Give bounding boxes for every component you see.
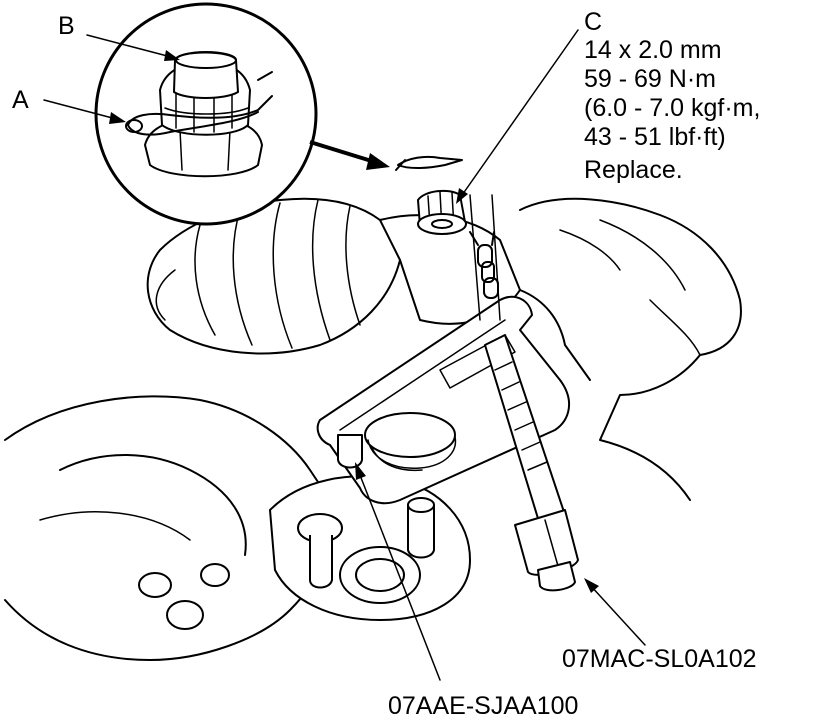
callout-c-label: C: [584, 8, 602, 36]
safety-chain: [469, 194, 501, 321]
technician-hand: [519, 197, 742, 501]
callout-a-label: A: [12, 86, 29, 114]
tool-puller-label: 07MAC-SL0A102: [562, 645, 757, 673]
spec-thread-size: 14 x 2.0 mm: [584, 36, 722, 64]
castle-nut: [417, 189, 467, 235]
inset-detail: [94, 2, 318, 226]
leader-lines: [43, 29, 646, 681]
tool-adapter-label: 07AAE-SJAA100: [388, 692, 578, 720]
torque-spec: 14 x 2.0 mm 59 - 69 N·m (6.0 - 7.0 kgf·m…: [584, 36, 760, 184]
lower-arm: [269, 475, 471, 621]
callout-b-label: B: [58, 12, 75, 40]
spec-torque-lbfft: 43 - 51 lbf·ft): [584, 123, 726, 151]
spec-torque-nm: 59 - 69 N·m: [584, 65, 716, 93]
lock-pin: [395, 155, 463, 171]
spec-replace-note: Replace.: [584, 156, 683, 184]
spec-torque-kgfm: (6.0 - 7.0 kgf·m,: [584, 94, 760, 122]
forcing-bolt: [484, 334, 579, 592]
inset-arrow: [309, 140, 390, 170]
